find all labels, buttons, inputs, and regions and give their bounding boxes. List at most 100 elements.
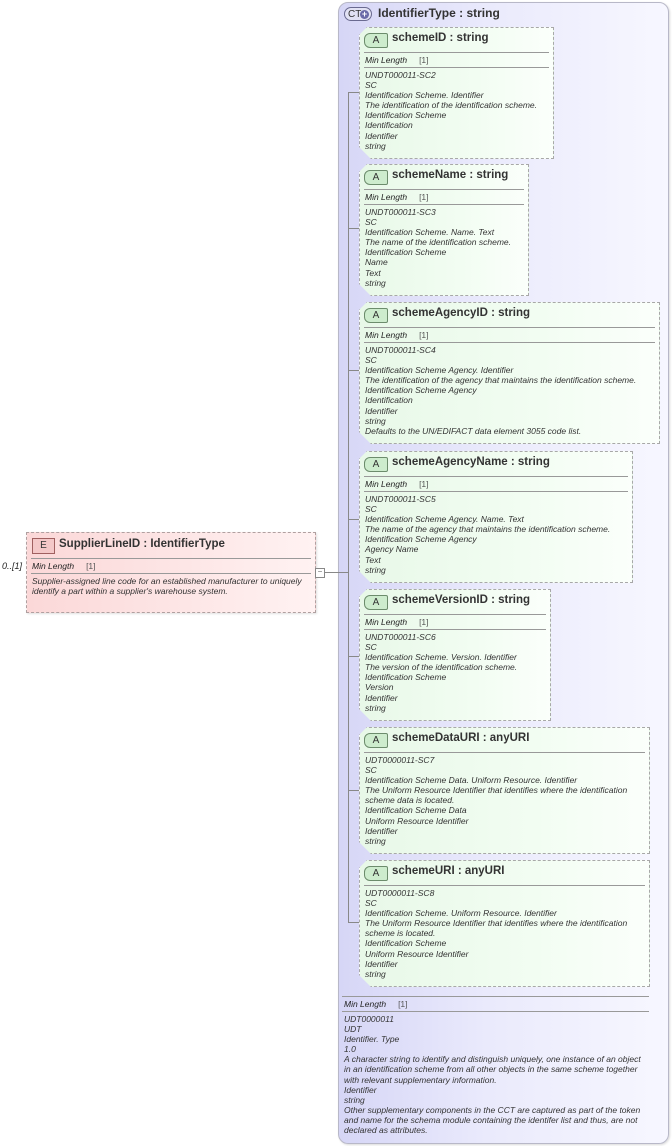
doc-line: The Uniform Resource Identifier that ide…	[365, 918, 628, 939]
doc-line: Identification Scheme	[365, 110, 447, 121]
doc-line: Name	[365, 257, 388, 268]
facet-min-length: Min Length [1]	[365, 330, 429, 340]
attribute-documentation: UNDT000011-SC6 SC Identification Scheme.…	[365, 632, 546, 713]
complex-type-badge-icon: CT +	[344, 7, 372, 21]
doc-line: The name of the identification scheme.	[365, 237, 511, 248]
doc-line: SC	[365, 355, 377, 366]
doc-line: UNDT000011-SC2	[365, 70, 436, 80]
connector-branch	[348, 519, 360, 520]
doc-line: Identification Scheme	[365, 672, 447, 683]
doc-line: UNDT000011-SC3	[365, 207, 436, 217]
doc-line: string	[365, 415, 386, 426]
divider	[364, 342, 655, 343]
attribute-badge-icon: A	[364, 308, 388, 323]
divider	[364, 629, 546, 630]
facet-value: [1]	[419, 479, 429, 489]
facet-value: [1]	[419, 330, 429, 340]
doc-line: UDT	[344, 1024, 362, 1035]
complex-type-title: IdentifierType : string	[378, 6, 500, 20]
attribute-box-schemeName[interactable]: A schemeName : string Min Length[1] UNDT…	[359, 164, 529, 296]
facet-min-length: Min Length[1]	[365, 617, 429, 627]
doc-line: The name of the agency that maintains th…	[365, 524, 611, 535]
doc-line: The version of the identification scheme…	[365, 662, 518, 673]
facet-min-length: Min Length[1]	[365, 479, 429, 489]
connector-branch	[348, 92, 360, 93]
element-title: SupplierLineID : IdentifierType	[59, 538, 225, 550]
connector-branch	[348, 922, 360, 923]
attribute-documentation: UNDT000011-SC5 SC Identification Scheme …	[365, 494, 628, 575]
facet-label: Min Length	[365, 192, 408, 202]
doc-line: Identification Scheme	[365, 247, 447, 258]
divider	[364, 885, 645, 886]
divider	[364, 327, 655, 328]
divider	[364, 614, 546, 615]
attribute-documentation: UNDT000011-SC3 SC Identification Scheme.…	[365, 207, 524, 288]
doc-line: Identifier	[365, 825, 398, 836]
divider	[31, 558, 311, 559]
attribute-badge-icon: A	[364, 33, 388, 48]
connector-branch	[348, 790, 360, 791]
doc-line: string	[365, 702, 386, 713]
doc-line: Text	[365, 267, 381, 278]
connector-branch	[348, 656, 360, 657]
attribute-box-schemeDataURI[interactable]: A schemeDataURI : anyURI UDT0000011-SC7 …	[359, 727, 650, 854]
doc-line: SC	[365, 80, 377, 91]
divider	[364, 52, 549, 53]
attribute-badge-icon: A	[364, 170, 388, 185]
facet-min-length: Min Length[1]	[365, 55, 429, 65]
doc-line: string	[344, 1094, 365, 1105]
doc-line: string	[365, 277, 386, 288]
doc-line: SC	[365, 217, 377, 228]
cardinality-label: 0..[1]	[2, 561, 23, 571]
facet-label: Min Length	[365, 330, 408, 340]
doc-line: Identification Scheme	[365, 938, 447, 949]
connector-branch	[348, 228, 360, 229]
doc-line: Identification Scheme. Uniform Resource.…	[365, 908, 557, 919]
complex-type-documentation: UDT0000011 UDT Identifier. Type 1.0 A ch…	[344, 1014, 644, 1135]
attribute-box-schemeAgencyID[interactable]: A schemeAgencyID : string Min Length[1] …	[359, 302, 660, 444]
facet-label: Min Length	[365, 617, 408, 627]
element-box-SupplierLineID[interactable]: E SupplierLineID : IdentifierType Min Le…	[26, 532, 316, 613]
complex-type-facet-min-length: Min Length[1]	[344, 999, 408, 1009]
divider	[364, 67, 549, 68]
attribute-connector-trunk	[348, 92, 349, 922]
doc-line: Identifier	[365, 130, 398, 141]
doc-line: string	[365, 968, 386, 979]
attribute-title: schemeVersionID : string	[392, 594, 531, 606]
doc-line: Defaults to the UN/EDIFACT data element …	[365, 425, 582, 436]
doc-line: Identification Scheme Data	[365, 805, 467, 816]
attribute-title: schemeName : string	[392, 169, 509, 181]
complex-type-badge-label: CT	[348, 9, 362, 20]
attribute-box-schemeURI[interactable]: A schemeURI : anyURI UDT0000011-SC8 SC I…	[359, 860, 650, 987]
expand-plus-icon[interactable]: +	[360, 9, 369, 19]
doc-line: Text	[365, 554, 381, 565]
doc-line: Identification Scheme Agency. Identifier	[365, 365, 514, 376]
facet-label: Min Length	[344, 999, 387, 1009]
attribute-title: schemeID : string	[392, 32, 489, 44]
attribute-box-schemeAgencyName[interactable]: A schemeAgencyName : string Min Length[1…	[359, 451, 633, 583]
divider	[31, 573, 311, 574]
doc-line: Uniform Resource Identifier	[365, 948, 469, 959]
doc-line: Identifier. Type	[344, 1034, 400, 1045]
doc-line: SC	[365, 504, 377, 515]
doc-line: Identifier	[365, 405, 398, 416]
doc-line: Uniform Resource Identifier	[365, 815, 469, 826]
doc-line: A character string to identify and disti…	[344, 1054, 641, 1085]
doc-line: SC	[365, 898, 377, 909]
doc-line: Identification Scheme Agency. Name. Text	[365, 514, 524, 525]
collapse-toggle-icon[interactable]: −	[315, 568, 325, 578]
connector-branch	[348, 370, 360, 371]
doc-line: Identification	[365, 395, 413, 406]
doc-line: UDT0000011	[344, 1014, 394, 1024]
attribute-box-schemeID[interactable]: A schemeID : string Min Length[1] UNDT00…	[359, 27, 554, 159]
attribute-box-schemeVersionID[interactable]: A schemeVersionID : string Min Length[1]…	[359, 589, 551, 721]
doc-line: UNDT000011-SC6	[365, 632, 436, 642]
divider	[342, 1011, 649, 1012]
divider	[364, 491, 628, 492]
doc-line: Identification Scheme. Name. Text	[365, 227, 495, 238]
attribute-title: schemeURI : anyURI	[392, 865, 505, 877]
doc-line: Identification Scheme Agency	[365, 534, 477, 545]
doc-line: Identifier	[344, 1084, 377, 1095]
doc-line: Supplier-assigned line code for an estab…	[32, 576, 302, 597]
doc-line: Agency Name	[365, 544, 419, 555]
